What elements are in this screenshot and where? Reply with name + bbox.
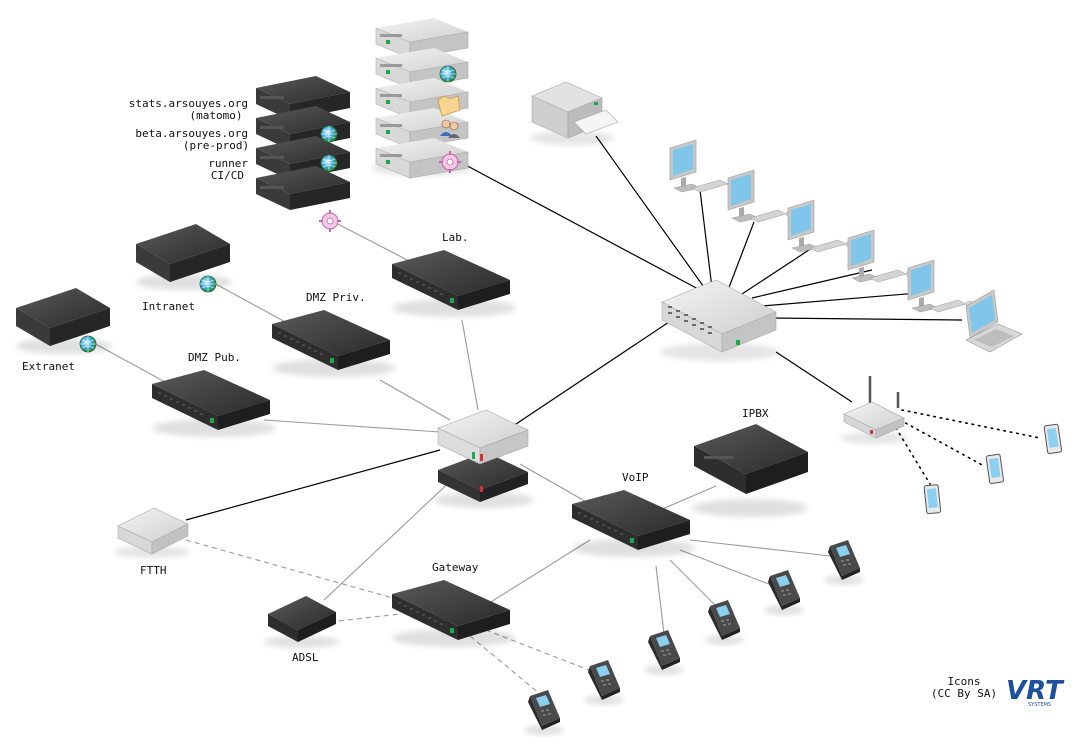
desktop-computer <box>727 169 795 223</box>
beta-host-label: beta.arsouyes.org <box>135 127 248 140</box>
dmz-pub-switch <box>152 370 276 437</box>
folder-icon <box>437 95 461 117</box>
ipbx-label: IPBX <box>742 407 769 420</box>
desktop-computer <box>847 229 915 283</box>
desk-phone <box>764 570 804 615</box>
connections <box>91 135 1041 695</box>
gear-icon <box>318 209 342 233</box>
ftth-label: FTTH <box>140 564 167 577</box>
dmz-pub-label: DMZ Pub. <box>188 351 241 364</box>
desk-phone <box>524 690 564 735</box>
svg-text:VRT: VRT <box>1006 676 1065 706</box>
intranet-server <box>136 224 232 293</box>
server-stack-arsouyes <box>256 76 350 233</box>
tablet-icon <box>923 484 942 515</box>
office-switch <box>660 279 780 361</box>
desktop-computer <box>669 139 737 193</box>
dmz-priv-label: DMZ Priv. <box>306 291 366 304</box>
ipbx-device <box>692 424 808 517</box>
tablet-icon <box>985 453 1005 485</box>
lab-switch <box>392 250 516 317</box>
voip-label: VoIP <box>622 471 649 484</box>
desktop-computer <box>787 199 855 253</box>
desk-phone <box>824 540 864 585</box>
dmz-priv-switch <box>272 310 396 377</box>
svg-text:SYSTEMS: SYSTEMS <box>1028 702 1051 708</box>
beta-sub-label: (pre-prod) <box>183 139 249 152</box>
runner-sub-label: CI/CD <box>211 169 244 182</box>
extranet-server <box>16 288 112 354</box>
desk-phone <box>644 630 684 675</box>
globe-icon <box>320 125 338 143</box>
wifi-router <box>840 376 908 444</box>
runner-label: runner <box>208 157 248 170</box>
credits: Icons (CC By SA) VRT SYSTEMS <box>931 675 1065 708</box>
ftth-box <box>114 507 190 558</box>
intranet-label: Intranet <box>142 300 195 313</box>
gateway-switch <box>392 580 516 647</box>
voip-switch <box>572 490 696 557</box>
desktop-computer <box>907 259 975 313</box>
icons-credit-line2: (CC By SA) <box>931 687 997 700</box>
vrt-logo: VRT SYSTEMS <box>1006 676 1065 708</box>
labels: stats.arsouyes.org (matomo) beta.arsouye… <box>22 97 769 664</box>
tablet-icon <box>1043 423 1063 455</box>
stats-host-label: stats.arsouyes.org <box>129 97 248 110</box>
lab-label: Lab. <box>442 231 469 244</box>
stats-sub-label: (matomo) <box>190 109 243 122</box>
extranet-label: Extranet <box>22 360 75 373</box>
laptop <box>965 289 1023 353</box>
firewall <box>434 409 534 508</box>
globe-icon <box>79 335 97 353</box>
desk-phone <box>704 600 744 645</box>
adsl-box <box>264 596 340 648</box>
globe-icon <box>320 154 338 172</box>
printer <box>530 81 619 145</box>
server-stack-top <box>372 17 472 179</box>
globe-icon <box>199 275 217 293</box>
icons-credit-line1: Icons <box>947 675 980 688</box>
globe-icon <box>439 65 457 83</box>
gateway-label: Gateway <box>432 561 479 574</box>
adsl-label: ADSL <box>292 651 319 664</box>
users-icon <box>440 119 460 138</box>
desk-phone <box>584 660 624 705</box>
